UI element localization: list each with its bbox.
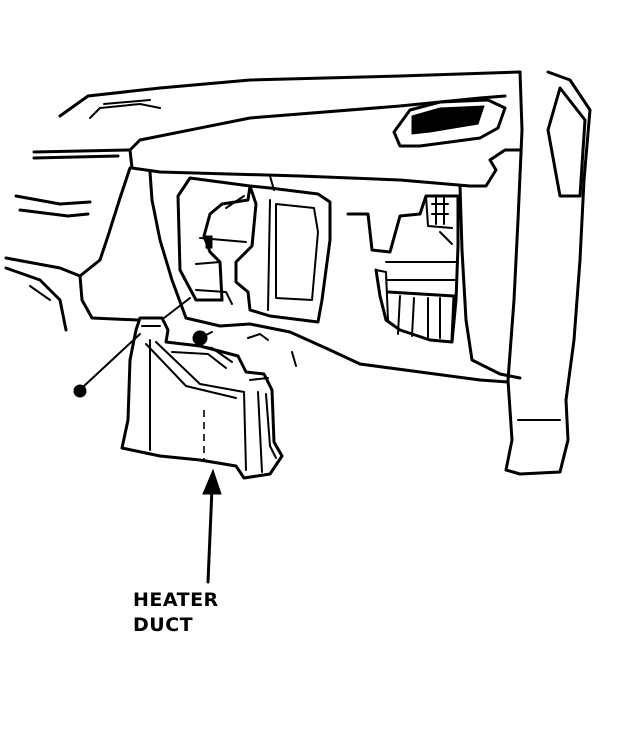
dash-screw (192, 330, 213, 346)
heater-duct-label: HEATER DUCT (133, 588, 219, 638)
dash-pad (32, 70, 522, 188)
heater-duct-label-line1: HEATER (133, 589, 219, 611)
a-pillar (504, 70, 592, 476)
duct-fastener-line (163, 297, 191, 319)
heater-duct (120, 316, 284, 480)
callout-arrow (202, 468, 222, 584)
dash-lower-edge (184, 316, 332, 367)
lower-dash-panel (328, 148, 522, 384)
right-air-vent (392, 98, 507, 148)
heater-core-housing (176, 175, 332, 324)
left-dash-section (4, 166, 188, 332)
duct-screw (73, 333, 141, 398)
heater-duct-label-line2: DUCT (133, 614, 194, 636)
hvac-module (346, 194, 460, 344)
